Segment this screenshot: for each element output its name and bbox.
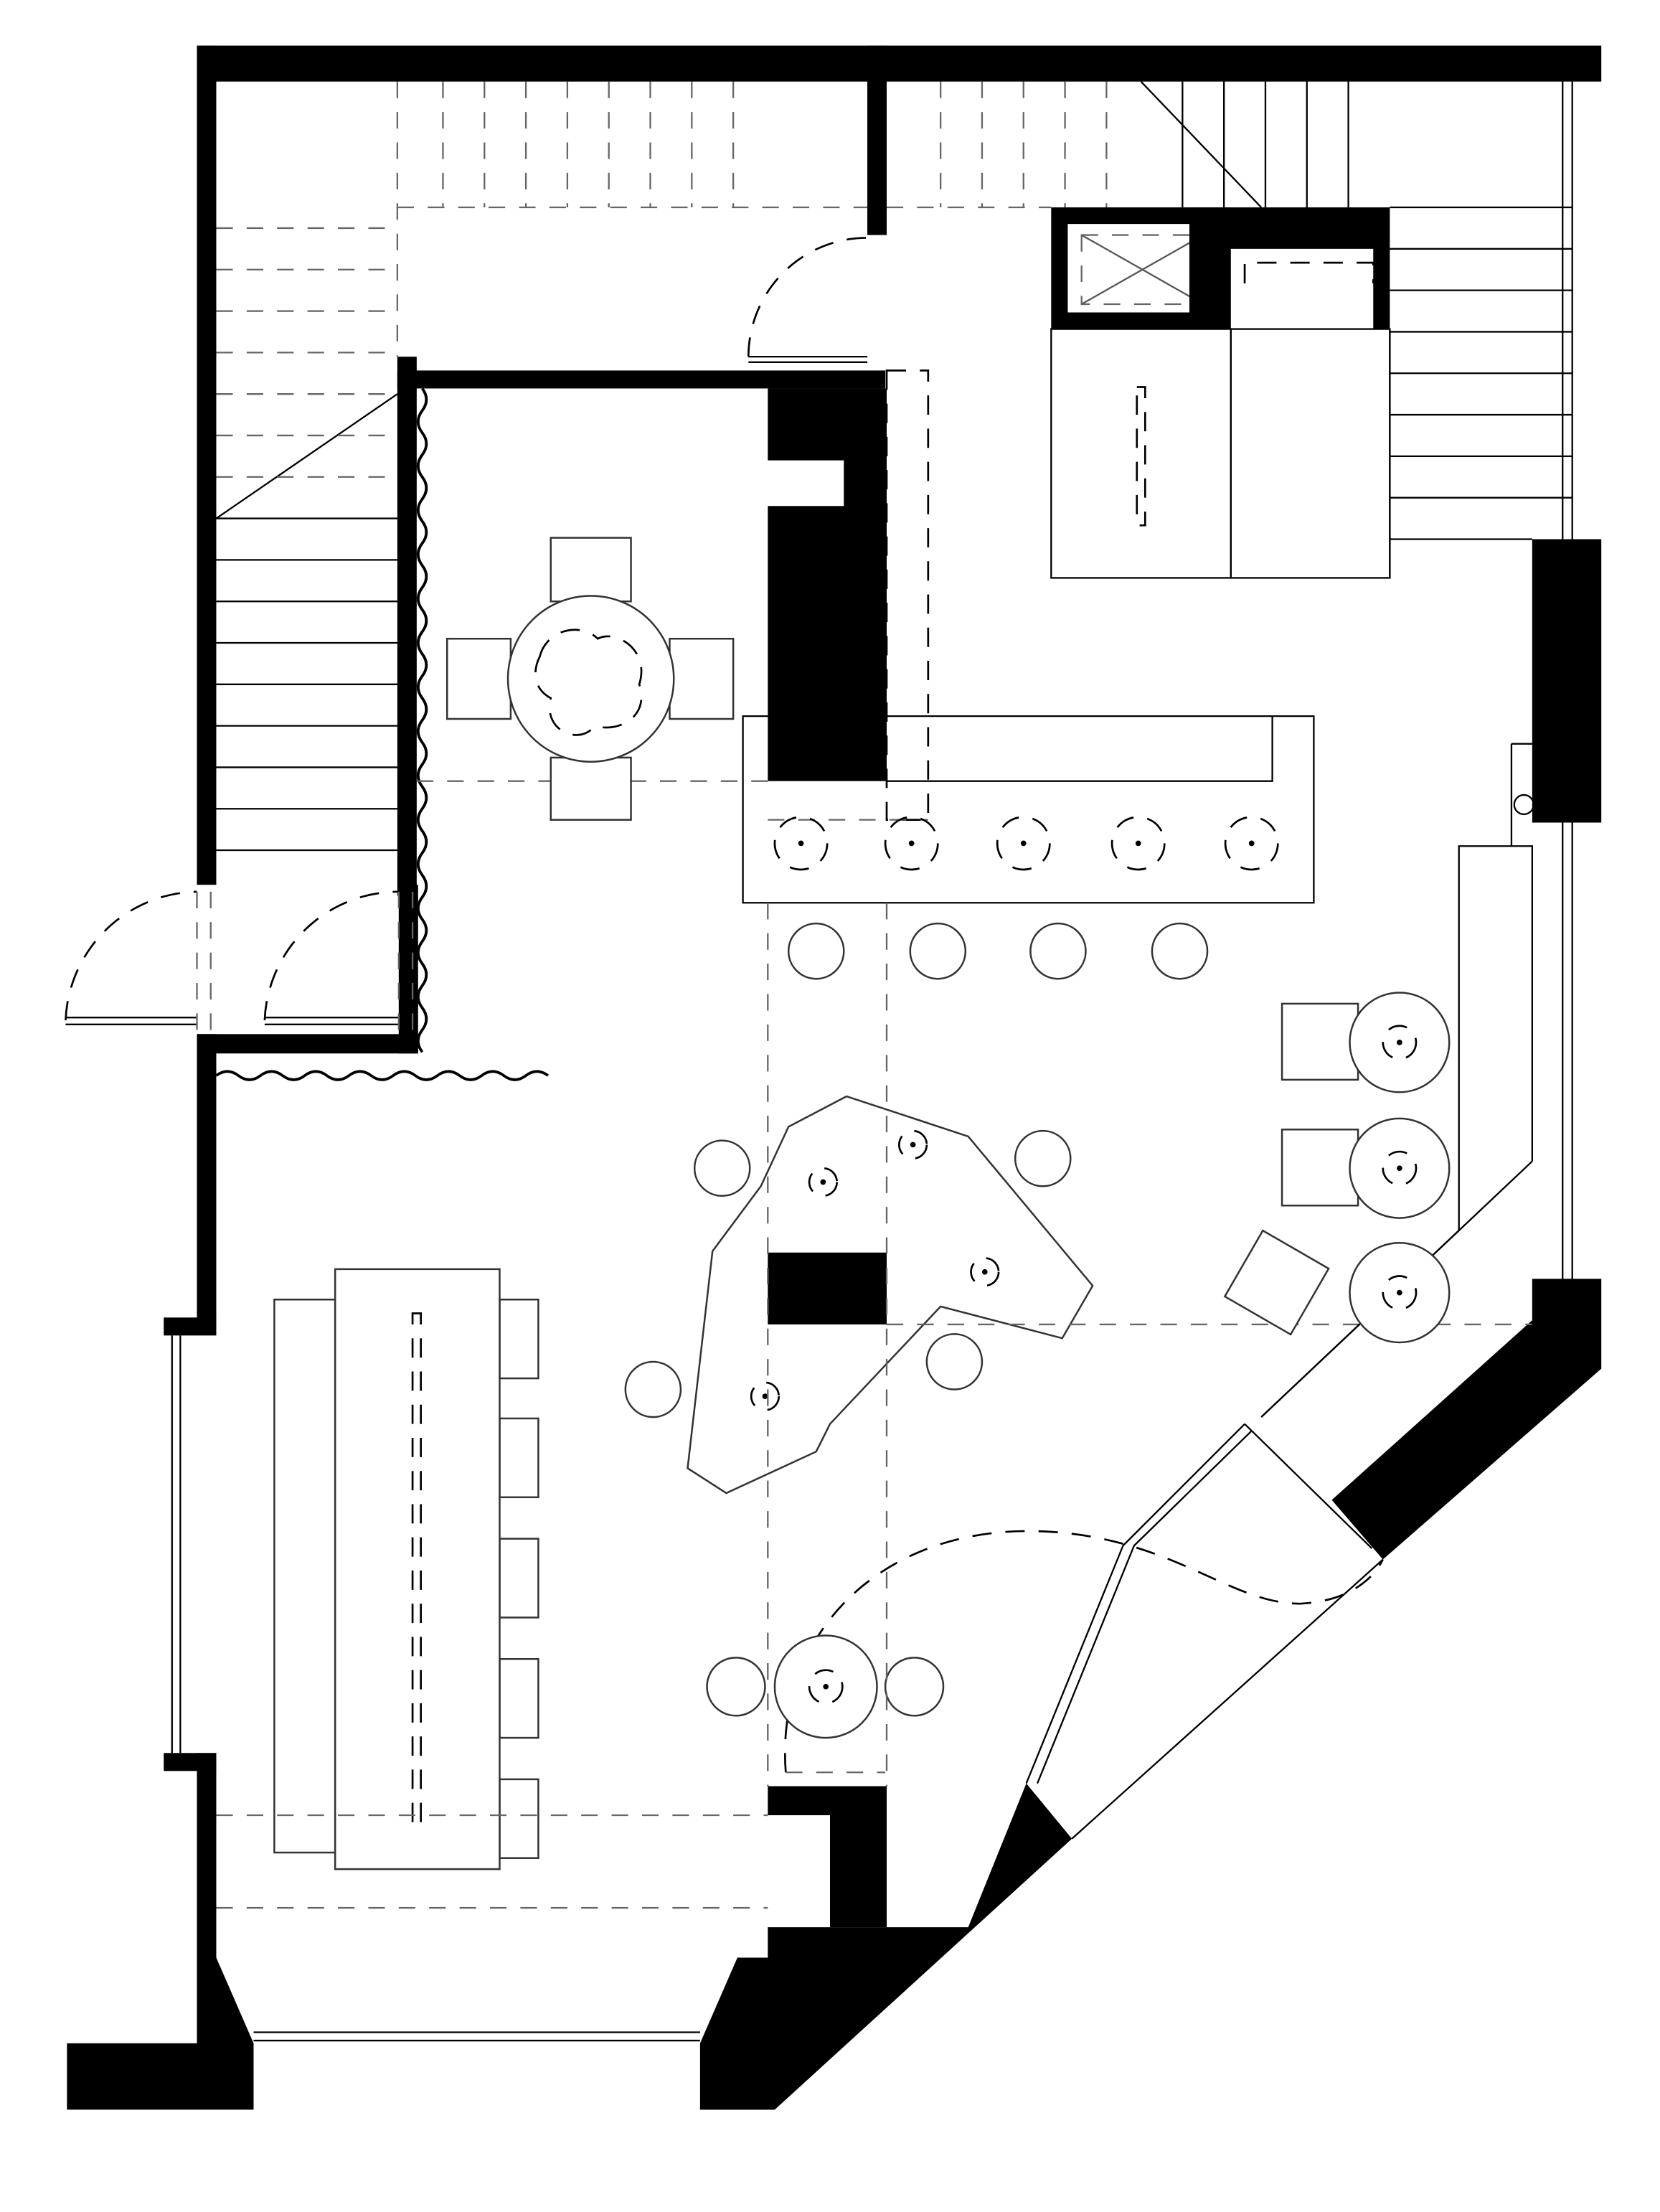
top-wall <box>197 45 1602 82</box>
stair-left <box>215 81 868 852</box>
diagonal-wall-upper <box>1331 1279 1602 1560</box>
door-swing-top <box>747 237 868 357</box>
vestibule-side <box>398 885 418 1054</box>
door-swing-entrance <box>783 1530 1384 1773</box>
curtain-horizontal <box>215 1070 550 1081</box>
window-jamb-top <box>164 1317 217 1336</box>
entrance-table-set <box>706 1634 945 1739</box>
door-swing-exterior <box>65 890 197 1021</box>
left-wall-middle <box>197 1034 217 1327</box>
door-swing-vestibule <box>263 890 399 1021</box>
diagonal-wall-lower <box>699 1783 1072 2110</box>
exterior-walls <box>67 45 1602 2110</box>
bottom-core <box>768 1786 887 1928</box>
loose-stools <box>624 1129 1072 1418</box>
stair-enclosure-top <box>397 370 886 389</box>
door-wall-stub <box>867 45 887 235</box>
doors <box>65 237 1384 1774</box>
round-dining-set <box>446 537 735 821</box>
window-jamb-bottom <box>164 1753 217 1771</box>
bar-fixtures <box>773 816 1279 871</box>
bar-stools <box>787 922 1209 980</box>
freeform-island <box>687 1095 1532 1495</box>
stair-right <box>887 80 1573 578</box>
curtain-vertical <box>416 387 428 1053</box>
bottom-left-pier <box>67 1957 254 2110</box>
right-pillar <box>1532 539 1602 823</box>
lounge-seating <box>1223 743 1534 1418</box>
stair-enclosure-wall <box>397 357 417 896</box>
lift-void <box>1230 248 1374 329</box>
left-wall-lower <box>197 1753 217 1985</box>
windows <box>171 81 1573 2042</box>
long-dining-set <box>216 1268 768 1909</box>
left-wall-upper <box>197 45 217 885</box>
curtains <box>215 387 550 1081</box>
core-column <box>768 388 887 781</box>
service-core <box>1050 207 1391 579</box>
grid-lines <box>767 903 888 1787</box>
vestibule-wall <box>197 1034 418 1054</box>
